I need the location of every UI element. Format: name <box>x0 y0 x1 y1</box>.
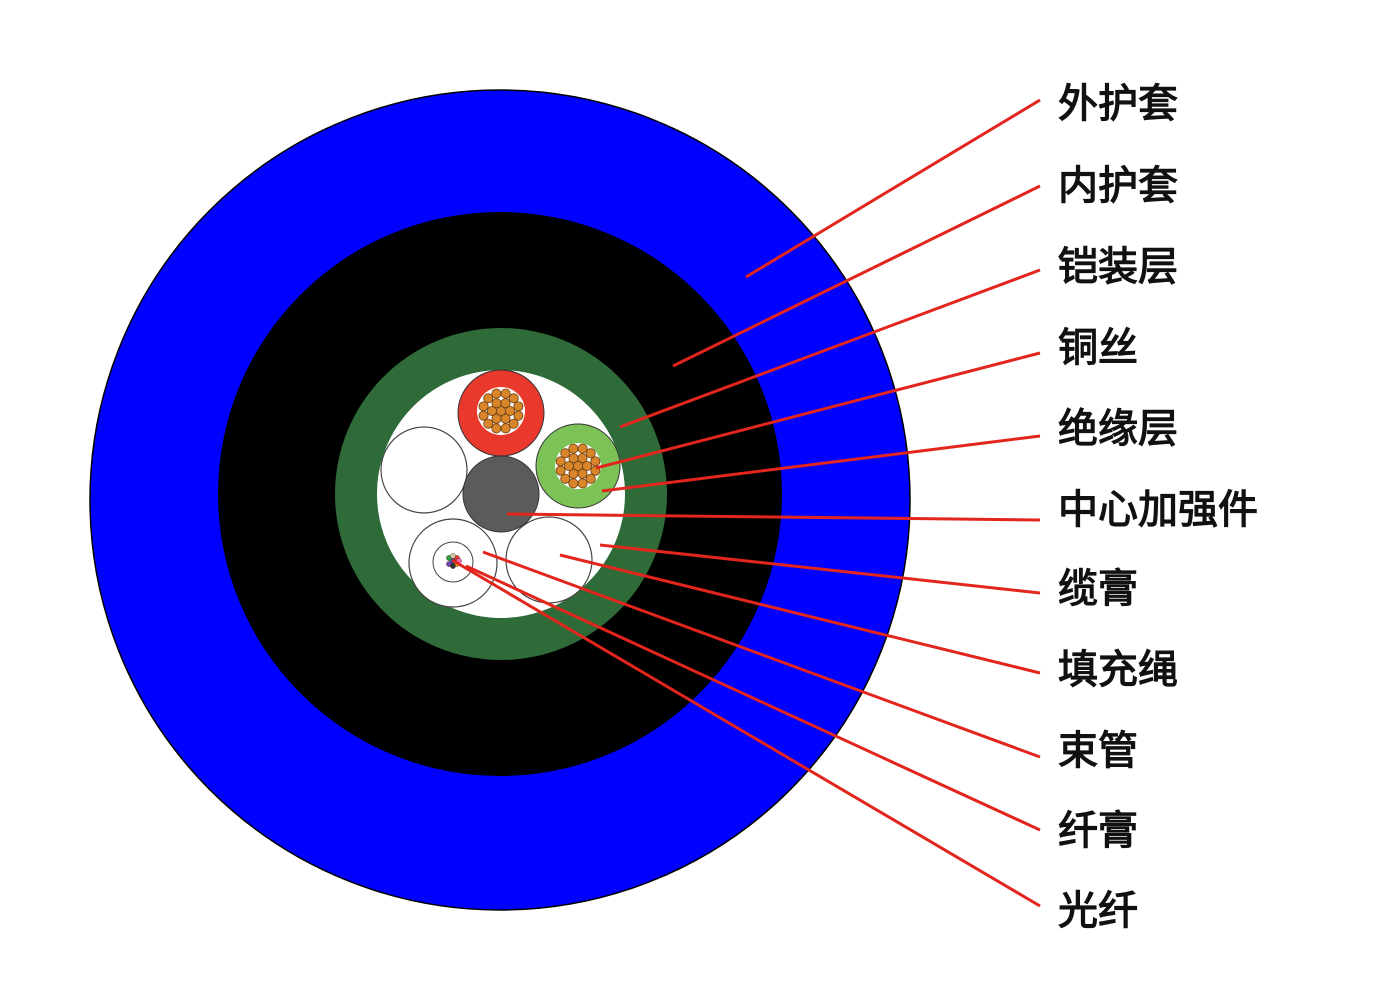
copper-strand <box>577 478 588 489</box>
copper-strand <box>568 478 579 489</box>
copper-strand <box>508 418 519 429</box>
copper-strand <box>500 388 511 399</box>
leader-line-loose-tube <box>482 550 1041 759</box>
label-loose-tube: 束管 <box>1058 728 1138 774</box>
optical-fiber <box>450 563 456 569</box>
copper-strand <box>491 388 502 399</box>
leader-line-filler-rope <box>559 553 1041 675</box>
copper-strand <box>577 468 588 479</box>
copper-strand <box>585 448 596 459</box>
leader-line-armor-layer <box>619 268 1041 429</box>
leader-line-inner-jacket <box>672 184 1041 368</box>
copper-strand <box>491 398 502 409</box>
copper-strand <box>513 401 524 412</box>
label-optical-fiber: 光纤 <box>1058 888 1138 934</box>
copper-strand <box>568 453 579 464</box>
label-insulation-layer: 绝缘层 <box>1058 406 1178 452</box>
leader-line-fiber-gel <box>465 564 1041 832</box>
copper-strand <box>478 401 489 412</box>
label-copper-wire: 铜丝 <box>1058 325 1138 371</box>
leader-line-cable-gel <box>599 543 1041 595</box>
copper-strand <box>478 410 489 421</box>
copper-strand <box>555 465 566 476</box>
copper-strand <box>560 473 571 484</box>
copper-strand <box>577 453 588 464</box>
optical-fiber <box>450 553 456 559</box>
label-filler-rope: 填充绳 <box>1058 647 1178 693</box>
copper-strand <box>513 410 524 421</box>
label-armor-layer: 铠装层 <box>1058 244 1178 290</box>
copper-strand <box>585 473 596 484</box>
leader-line-copper-wire <box>595 351 1041 470</box>
copper-strand <box>582 460 593 471</box>
leader-lines <box>451 98 1041 908</box>
copper-strand <box>500 423 511 434</box>
copper-strand <box>560 448 571 459</box>
central-strength-member <box>462 455 540 533</box>
copper-strand <box>483 393 494 404</box>
label-fiber-gel: 纤膏 <box>1058 808 1138 854</box>
copper-strand <box>504 405 515 416</box>
copper-strand <box>564 460 575 471</box>
copper-strand <box>568 443 579 454</box>
copper-strands-green <box>555 443 601 489</box>
leader-line-insulation <box>601 434 1041 493</box>
copper-strand <box>590 456 601 467</box>
label-inner-jacket: 内护套 <box>1058 163 1178 209</box>
copper-strands-red <box>478 388 524 434</box>
copper-strand <box>483 418 494 429</box>
leader-line-strength-member <box>506 512 1041 522</box>
leader-line-outer-jacket <box>745 98 1041 279</box>
leader-line-optical-fiber <box>451 558 1041 908</box>
copper-strand <box>500 413 511 424</box>
filler-rope-left <box>380 426 468 514</box>
copper-strand <box>508 393 519 404</box>
label-outer-jacket: 外护套 <box>1058 81 1178 127</box>
label-central-strength-member: 中心加强件 <box>1058 487 1258 533</box>
copper-strand <box>577 443 588 454</box>
copper-strand <box>486 405 497 416</box>
label-cable-gel: 缆膏 <box>1058 566 1138 612</box>
copper-strand <box>491 423 502 434</box>
copper-strand <box>500 398 511 409</box>
copper-strand <box>555 456 566 467</box>
